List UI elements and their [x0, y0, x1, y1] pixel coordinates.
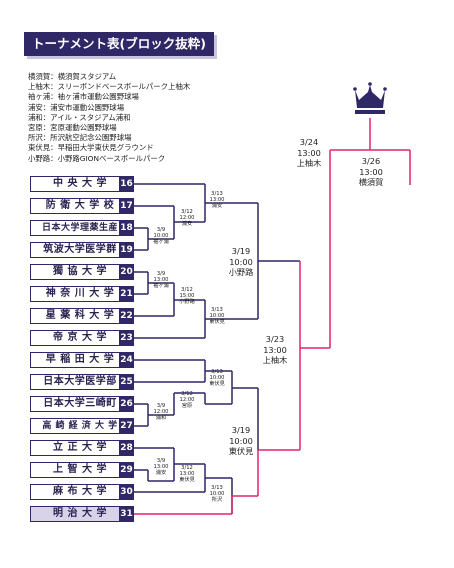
team-number: 20: [119, 264, 134, 280]
venue-item: 浦安：浦安市運動公園野球場: [28, 102, 125, 112]
team-21: 神 奈 川 大 学: [30, 286, 130, 302]
team-28: 立 正 大 学: [30, 440, 130, 456]
team-number: 23: [119, 330, 134, 346]
venue-item: 上柚木：スリーボンドベースボールパーク上柚木: [28, 82, 191, 92]
team-31: 明 治 大 学: [30, 506, 130, 522]
team-27: 高 崎 経 済 大 学: [30, 418, 130, 434]
team-number: 16: [119, 176, 134, 192]
team-25: 日本大学医学部: [30, 374, 130, 390]
team-number: 21: [119, 286, 134, 302]
team-number: 26: [119, 396, 134, 412]
team-number: 19: [119, 242, 134, 258]
venue-item: 東伏見：早稲田大学東伏見グラウンド: [28, 143, 154, 153]
venue-item: 横須賀：横須賀スタジアム: [28, 72, 117, 81]
crown-icon: [353, 82, 387, 114]
team-number: 27: [119, 418, 134, 434]
venue-item: 浦和：アイル・スタジアム浦和: [28, 112, 131, 122]
team-30: 麻 布 大 学: [30, 484, 130, 500]
team-number: 31: [119, 506, 134, 522]
team-19: 筑波大学医学群: [30, 242, 130, 258]
team-number: 29: [119, 462, 134, 478]
team-number: 17: [119, 198, 134, 214]
team-20: 獨 協 大 学: [30, 264, 130, 280]
venue-item: 袖ヶ浦：袖ヶ浦市運動公園野球場: [28, 92, 139, 102]
team-26: 日本大学三崎町: [30, 396, 130, 412]
team-number: 24: [119, 352, 134, 368]
team-number: 30: [119, 484, 134, 500]
team-23: 帝 京 大 学: [30, 330, 130, 346]
team-number: 28: [119, 440, 134, 456]
team-16: 中 央 大 学: [30, 176, 130, 192]
team-24: 早 稲 田 大 学: [30, 352, 130, 368]
venue-item: 小野路：小野路GIONベースボールパーク: [28, 153, 166, 163]
venue-item: 所沢：所沢航空記念公園野球場: [28, 133, 132, 143]
venue-item: 宮原：宮原運動公園野球場: [28, 123, 117, 133]
team-number: 22: [119, 308, 134, 324]
team-18: 日本大学理薬生産: [30, 220, 130, 236]
team-17: 防 衛 大 学 校: [30, 198, 130, 214]
venue-legend: 横須賀：横須賀スタジアム 上柚木：スリーボンドベースボールパーク上柚木 袖ヶ浦：…: [28, 72, 190, 164]
team-22: 星 薬 科 大 学: [30, 308, 130, 324]
team-number: 25: [119, 374, 134, 390]
team-29: 上 智 大 学: [30, 462, 130, 478]
page-title: トーナメント表(ブロック抜粋): [24, 32, 214, 56]
team-number: 18: [119, 220, 134, 236]
